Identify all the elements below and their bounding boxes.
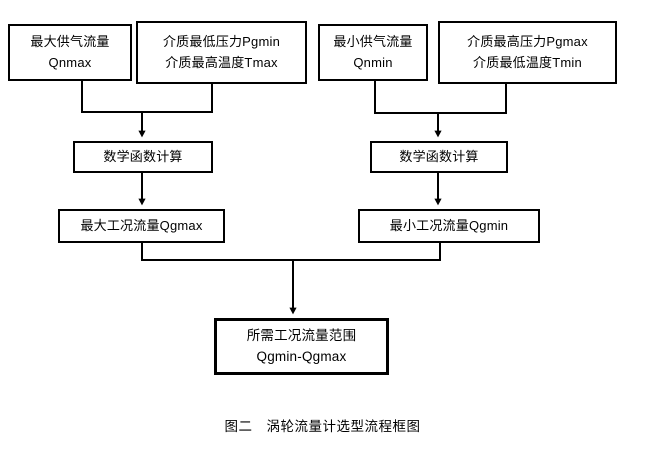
node-qgmin-label: 最小工况流量Qgmin [389, 217, 509, 233]
node-pgmin-tmax-line1: 介质最低压力Pgmin [162, 34, 281, 50]
node-range-line1: 所需工况流量范围 [246, 327, 357, 343]
figure-caption-title: 涡轮流量计选型流程框图 [266, 419, 421, 434]
edge-left-merge-bus [81, 81, 213, 113]
node-qgmax-label: 最大工况流量Qgmax [80, 217, 203, 233]
node-min-pressure-max-temperature: 介质最低压力Pgmin 介质最高温度Tmax [136, 21, 307, 84]
node-range-line2: Qgmin-Qgmax [256, 348, 347, 364]
node-min-working-flow-qgmin: 最小工况流量Qgmin [358, 209, 540, 243]
node-math-function-calculation-right: 数学函数计算 [370, 141, 508, 173]
node-required-working-flow-range: 所需工况流量范围 Qgmin-Qgmax [214, 318, 389, 375]
node-qnmax-line2: Qnmax [48, 54, 92, 70]
node-qnmax-line1: 最大供气流量 [30, 34, 110, 50]
node-math-right-label: 数学函数计算 [399, 148, 479, 164]
node-math-function-calculation-left: 数学函数计算 [73, 141, 213, 173]
figure-caption-number: 图二 [224, 419, 253, 434]
edge-right-merge-bus [374, 81, 507, 114]
edge-bottom-merge-bus [141, 243, 441, 261]
node-qnmin-line2: Qnmin [353, 54, 393, 70]
node-pgmin-tmax-line2: 介质最高温度Tmax [165, 54, 278, 70]
node-max-pressure-min-temperature: 介质最高压力Pgmax 介质最低温度Tmin [438, 21, 617, 84]
node-math-left-label: 数学函数计算 [103, 148, 183, 164]
node-pgmax-tmin-line2: 介质最低温度Tmin [473, 54, 582, 70]
node-max-working-flow-qgmax: 最大工况流量Qgmax [58, 209, 225, 243]
node-min-supply-flow: 最小供气流量 Qnmin [318, 24, 428, 81]
node-qnmin-line1: 最小供气流量 [333, 34, 413, 50]
figure-caption: 图二涡轮流量计选型流程框图 [0, 415, 645, 435]
node-max-supply-flow: 最大供气流量 Qnmax [8, 24, 132, 81]
node-pgmax-tmin-line1: 介质最高压力Pgmax [467, 34, 588, 50]
